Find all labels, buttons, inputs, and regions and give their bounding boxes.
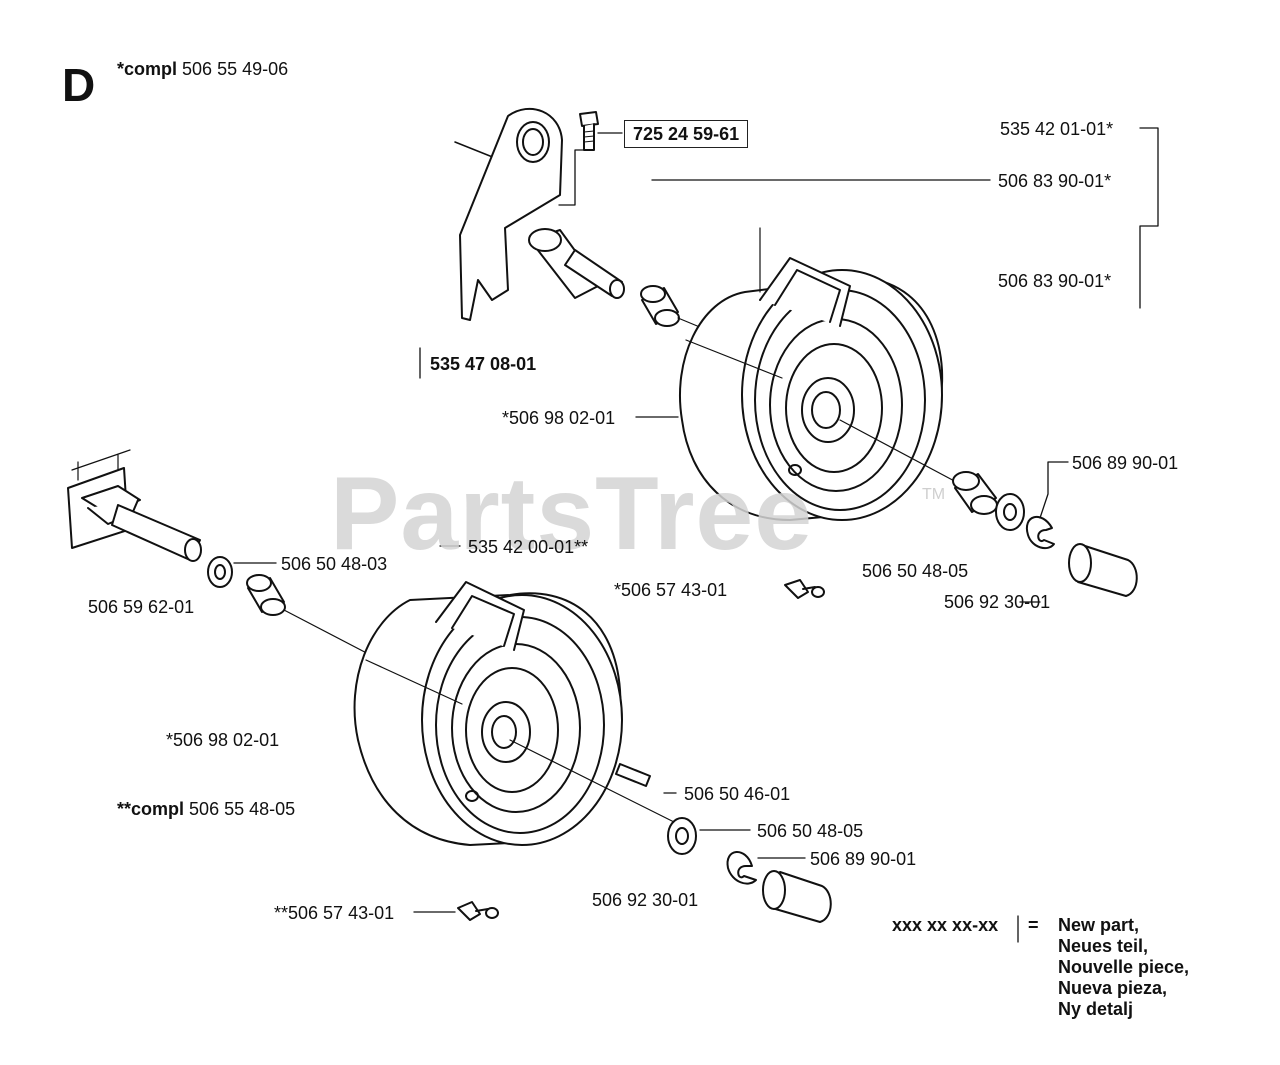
part-label-r3[interactable]: 506 83 90-01*	[998, 271, 1112, 291]
leader-lines	[233, 127, 1159, 943]
upper-key	[784, 579, 825, 599]
part-label-r1[interactable]: 535 42 01-01*	[1000, 119, 1114, 139]
part-label-clip-lower[interactable]: 506 89 90-01	[810, 849, 917, 869]
lower-bushing-left	[246, 574, 286, 616]
legend-line: New part,	[1058, 915, 1140, 935]
legend-translations: New part, Neues teil, Nouvelle piece, Nu…	[1058, 915, 1189, 1020]
compl-prefix: **compl	[117, 799, 185, 819]
bracket-hole	[516, 121, 550, 163]
upper-shaft	[528, 228, 625, 299]
legend-line: Nueva pieza,	[1058, 978, 1168, 998]
legend-key: xxx xx xx-xx	[892, 915, 999, 935]
part-label-cap-lower[interactable]: 506 92 30-01	[592, 890, 699, 910]
lower-cap	[762, 870, 832, 923]
compl-number: 506 55 48-05	[189, 799, 296, 819]
legend-line: Ny detalj	[1058, 999, 1134, 1019]
bracket-plate	[459, 107, 563, 321]
part-label-bracket[interactable]: 535 47 08-01	[430, 354, 537, 374]
upper-right-cap	[1068, 543, 1138, 597]
compl-number: 506 55 49-06	[182, 59, 289, 79]
lower-washer-left	[207, 556, 233, 588]
part-label-wheel-upper[interactable]: *506 98 02-01	[502, 408, 616, 428]
part-label-cap-upper[interactable]: 506 92 30-01	[944, 592, 1051, 612]
upper-right-washer	[995, 493, 1025, 531]
part-label-bushing-left[interactable]: 506 59 62-01	[88, 597, 195, 617]
lower-axle-shaft	[111, 504, 202, 562]
legend-equals: =	[1028, 915, 1039, 935]
part-label-screw[interactable]: 725 24 59-61	[624, 120, 749, 148]
lower-pin	[615, 763, 651, 787]
part-label-key-lower[interactable]: **506 57 43-01	[274, 903, 395, 923]
lower-washer	[667, 817, 697, 855]
lower-wheel	[353, 581, 623, 846]
section-letter: D	[62, 59, 96, 111]
legend-line: Neues teil,	[1058, 936, 1149, 956]
part-label-axle-lower[interactable]: 535 42 00-01**	[468, 537, 589, 557]
legend-line: Nouvelle piece,	[1058, 957, 1190, 977]
part-label-wheel-lower[interactable]: *506 98 02-01	[166, 730, 280, 750]
part-label-washer-lower[interactable]: 506 50 48-05	[757, 821, 864, 841]
upper-right-bushing	[952, 471, 998, 515]
lower-key	[457, 901, 499, 921]
screw-part	[579, 111, 599, 151]
compl-label-lower[interactable]: **compl 506 55 48-05	[117, 800, 295, 818]
part-label-clip-upper[interactable]: 506 89 90-01	[1072, 453, 1179, 473]
upper-right-clip	[1025, 516, 1055, 550]
part-label-key-upper[interactable]: *506 57 43-01	[614, 580, 728, 600]
part-label-pin-lower[interactable]: 506 50 46-01	[684, 784, 791, 804]
part-label-washer-upper-right[interactable]: 506 50 48-05	[862, 561, 969, 581]
part-label-washer-left[interactable]: 506 50 48-03	[281, 554, 388, 574]
part-label-r2[interactable]: 506 83 90-01*	[998, 171, 1112, 191]
watermark-text: PartsTree	[330, 456, 814, 572]
lower-clip	[726, 851, 757, 885]
compl-prefix: *compl	[117, 59, 178, 79]
compl-label-upper[interactable]: *compl 506 55 49-06	[117, 60, 288, 78]
upper-bushing	[640, 285, 680, 327]
upper-wheel	[678, 257, 944, 521]
trademark-mark: TM	[922, 486, 946, 503]
